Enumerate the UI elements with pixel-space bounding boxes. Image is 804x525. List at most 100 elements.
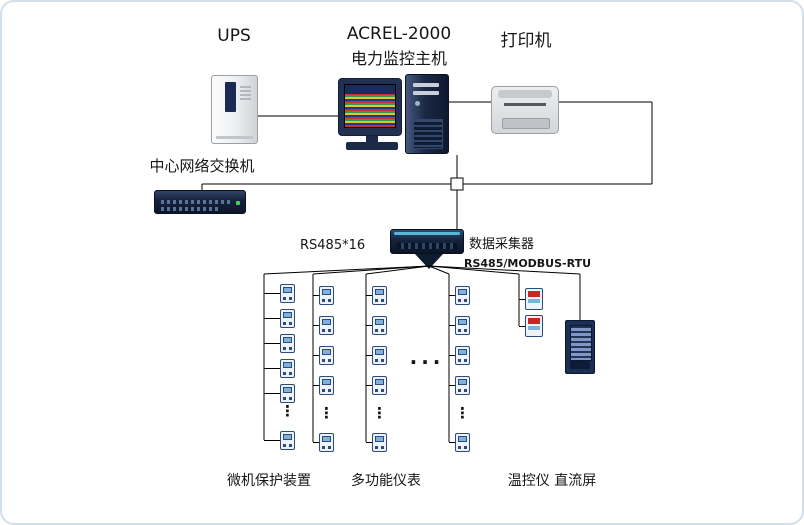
label-rs485-bus: RS485*16 [300,238,366,253]
label-central-switch: 中心网络交换机 [149,157,255,175]
temp-controller-device [525,315,543,337]
meter-device [280,384,295,403]
meter-button [458,389,461,392]
collector-status-strip [394,232,460,235]
bus-stub [264,440,280,441]
bus-stub [264,318,280,319]
meter-button [464,329,467,332]
meter-button [328,359,331,362]
dc-panel-base [570,361,590,369]
meter-screen [458,349,467,355]
meter-button [375,359,378,362]
host-monitor [338,78,402,136]
meter-device [455,376,470,395]
meter-screen [375,319,384,325]
bus-stub [313,295,319,296]
printer-device [491,86,559,134]
meter-button [458,329,461,332]
meter-button [464,299,467,302]
meter-button [381,359,384,362]
host-tower [405,74,449,154]
bus-stub [366,295,372,296]
meter-device [455,346,470,365]
column-more-indicator: ⋮ [319,404,334,422]
meter-button [283,322,286,325]
bus-stub [366,442,372,443]
meter-device [455,433,470,452]
meter-button [322,359,325,362]
meter-button [289,347,292,350]
column-ellipsis: ··· [409,350,445,374]
meter-button [464,359,467,362]
meter-button [322,389,325,392]
label-ups: UPS [217,26,251,46]
drive-bay [413,91,439,95]
dc-panel-slots [570,325,592,361]
meter-screen [375,349,384,355]
meter-button [289,444,292,447]
collector-port-row [397,243,457,249]
bus-stub [519,326,525,327]
power-button-icon [415,101,420,106]
temp-readout [528,326,540,330]
meter-screen [375,379,384,385]
bus-stub [264,293,280,294]
bus-stub [449,442,455,443]
meter-button [464,389,467,392]
rs485-fan-bundle [415,254,443,269]
label-protection-group: 微机保护装置 [227,473,311,489]
meter-button [283,372,286,375]
meter-screen [458,289,467,295]
meter-button [458,299,461,302]
meter-button [381,389,384,392]
meter-device [455,316,470,335]
meter-button [289,397,292,400]
label-data-collector: 数据采集器 [469,237,535,252]
meter-device [280,309,295,328]
bus-stub [519,299,525,300]
meter-button [328,389,331,392]
bus-stub [313,325,319,326]
data-collector-device [390,229,464,254]
column-more-indicator: ⋮ [455,404,470,422]
meter-button [381,329,384,332]
meter-button [458,359,461,362]
bus-stub [264,343,280,344]
meter-button [328,446,331,449]
meter-device [319,316,334,335]
monitor-neck [366,136,378,142]
label-multifunction-group: 多功能仪表 [351,473,421,489]
bus-stub [264,393,280,394]
bus-stub [313,385,319,386]
meter-button [283,297,286,300]
bus-stub [449,295,455,296]
label-temp-dc-group: 温控仪 直流屏 [507,473,597,489]
meter-button [328,329,331,332]
label-host-subtitle: 电力监控主机 [350,49,447,68]
meter-device [280,359,295,378]
meter-screen [322,379,331,385]
meter-button [283,444,286,447]
meter-button [322,329,325,332]
dc-panel-device [565,320,595,374]
drive-bay [413,83,439,87]
meter-screen [375,289,384,295]
host-screen [344,84,396,128]
meter-device [372,376,387,395]
meter-device [319,433,334,452]
monitor-stand [346,142,398,150]
meter-screen [458,379,467,385]
meter-device [455,286,470,305]
meter-button [322,446,325,449]
network-switch-device [154,190,246,214]
meter-device [372,346,387,365]
column-more-indicator: ⋮ [372,404,387,422]
meter-screen [458,319,467,325]
meter-device [319,376,334,395]
meter-screen [283,362,292,368]
meter-button [289,322,292,325]
meter-screen [283,337,292,343]
switch-led [236,201,240,205]
label-modbus: RS485/MODBUS-RTU [464,257,592,270]
